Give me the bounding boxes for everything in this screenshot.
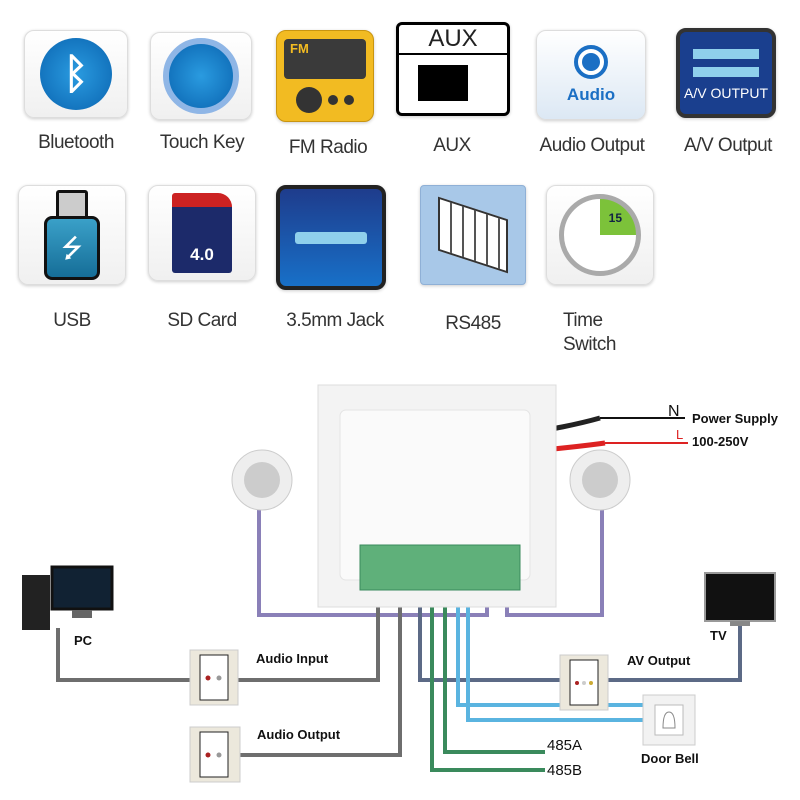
- feature-label: RS485: [445, 313, 501, 334]
- audio-output-label: Audio Output: [257, 727, 341, 742]
- rs485-a-wire: [443, 580, 545, 754]
- time-switch-feature: 15: [546, 185, 654, 285]
- feature-label: Time: [563, 310, 603, 331]
- pc-icon: [22, 565, 114, 630]
- aux-feature: AUX: [396, 22, 510, 116]
- radio-knobs: [296, 87, 354, 113]
- av-icon-text: A/V OUTPUT: [683, 85, 768, 101]
- usb-icon: ⭍: [44, 190, 100, 280]
- feature-label: A/V Output: [684, 135, 772, 156]
- wall-socket-audio-input: [189, 649, 239, 706]
- doorbell-wire-1: [466, 580, 645, 722]
- door-bell-icon: [642, 694, 696, 746]
- power-l-label: L: [676, 427, 684, 442]
- feature-label: USB: [53, 310, 91, 331]
- rca-plug-icon: [693, 67, 759, 77]
- feature-label: Bluetooth: [38, 132, 114, 153]
- tv-icon: [704, 572, 776, 626]
- av-output-label: AV Output: [627, 653, 691, 668]
- aux-icon: [418, 65, 468, 101]
- av-output-feature: A/V OUTPUT: [676, 28, 776, 118]
- fm-radio-feature: FM: [276, 30, 374, 122]
- door-bell-label: Door Bell: [641, 751, 699, 766]
- sd-card-feature: 4.0: [148, 185, 256, 281]
- feature-label-line2: Switch: [563, 334, 616, 355]
- voltage-label: 100-250V: [692, 434, 749, 449]
- feature-label: FM Radio: [288, 137, 368, 158]
- power-n-label: N: [668, 403, 680, 420]
- audio-output-icon: [574, 45, 608, 79]
- wall-socket-audio-output: [189, 726, 241, 783]
- speaker-left: [231, 449, 293, 511]
- rs485-a-label: 485A: [547, 737, 583, 754]
- timer-icon: 15: [559, 194, 641, 276]
- power-supply-label: Power Supply: [692, 411, 778, 426]
- audio-output-wire: [240, 580, 402, 757]
- feature-label: AUX: [433, 135, 471, 156]
- fm-radio-icon: FM: [284, 39, 366, 79]
- bluetooth-icon: ᛒ: [40, 38, 112, 110]
- touch-key-feature: [150, 32, 252, 120]
- tv-label: TV: [710, 628, 727, 643]
- usb-feature: ⭍: [18, 185, 126, 285]
- rs485-feature: [420, 185, 526, 285]
- feature-label: 3.5mm Jack: [286, 310, 384, 331]
- aux-icon-text: AUX: [399, 25, 507, 55]
- feature-label: Touch Key: [159, 132, 245, 153]
- wall-socket-av-output: [559, 654, 609, 711]
- pc-label: PC: [74, 633, 93, 648]
- feature-label: Audio Output: [539, 135, 645, 156]
- bluetooth-feature: ᛒ: [24, 30, 128, 118]
- sd-card-icon: 4.0: [172, 193, 232, 273]
- touch-key-icon: [163, 38, 239, 114]
- jack-feature: [276, 185, 386, 290]
- speaker-right: [569, 449, 631, 511]
- terminal-block: [359, 544, 521, 591]
- feature-label: SD Card: [167, 310, 237, 331]
- rs485-b-label: 485B: [547, 762, 583, 779]
- audio-output-feature: Audio: [536, 30, 646, 120]
- audio-input-label: Audio Input: [256, 651, 329, 666]
- rs485-b-wire: [430, 580, 545, 772]
- audio-icon-text: Audio: [566, 85, 616, 104]
- jack-icon: [295, 231, 367, 244]
- av-output-icon: [693, 49, 759, 59]
